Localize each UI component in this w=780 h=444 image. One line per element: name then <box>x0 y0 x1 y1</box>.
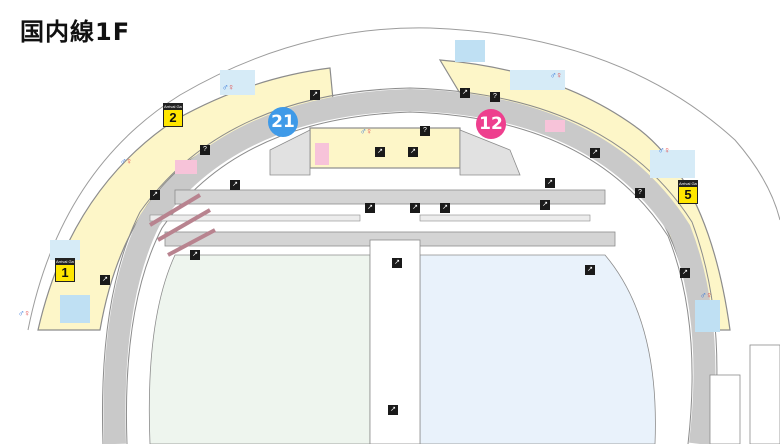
escalator-icon: ↗ <box>545 178 555 188</box>
blue-zone <box>510 70 565 90</box>
escalator-icon: ↗ <box>540 200 550 210</box>
escalator-icon: ↗ <box>440 203 450 213</box>
escalator-icon: ↗ <box>590 148 600 158</box>
gate-number: 1 <box>61 265 69 280</box>
info-icon[interactable]: ? <box>490 92 500 102</box>
gate-caption: Arrival Gate <box>164 104 182 110</box>
arrival-gate-5[interactable]: Arrival Gate 5 <box>678 180 698 204</box>
pink-zone <box>175 160 197 174</box>
restroom-icon: ♂♀ <box>360 126 372 136</box>
info-icon[interactable]: ? <box>635 188 645 198</box>
blue-zone <box>60 295 90 323</box>
escalator-icon: ↗ <box>310 90 320 100</box>
page-title: 国内線1F <box>20 18 131 46</box>
info-icon[interactable]: ? <box>200 145 210 155</box>
parking-area-left <box>148 254 371 444</box>
ramp <box>167 228 216 257</box>
curb-left <box>149 214 361 222</box>
blue-zone <box>455 40 485 62</box>
restroom-icon: ♂♀ <box>700 290 712 300</box>
central-canopy <box>269 129 311 176</box>
inner-road-ring <box>103 88 716 444</box>
escalator-icon: ↗ <box>585 265 595 275</box>
restroom-icon: ♂♀ <box>18 308 30 318</box>
info-icon[interactable]: ? <box>420 126 430 136</box>
blue-zone <box>220 70 255 95</box>
pink-zone <box>545 120 565 132</box>
restroom-icon: ♂♀ <box>550 70 562 80</box>
escalator-icon: ↗ <box>230 180 240 190</box>
restroom-icon: ♂♀ <box>222 82 234 92</box>
blue-zone <box>650 150 695 178</box>
escalator-icon: ↗ <box>680 268 690 278</box>
road-edge-outer <box>101 87 718 444</box>
ramp <box>148 193 202 227</box>
gate-caption: Arrival Gate <box>679 181 697 187</box>
curb-right <box>419 214 591 222</box>
side-structure <box>749 344 780 444</box>
central-terminal <box>309 127 461 169</box>
arrival-gate-1[interactable]: Arrival Gate 1 <box>55 258 75 282</box>
escalator-icon: ↗ <box>375 147 385 157</box>
escalator-icon: ↗ <box>388 405 398 415</box>
restroom-icon: ♂♀ <box>658 145 670 155</box>
outer-boundary-line <box>27 27 780 331</box>
road-bar-upper <box>174 189 606 205</box>
escalator-icon: ↗ <box>410 203 420 213</box>
escalator-icon: ↗ <box>460 88 470 98</box>
gate-caption: Arrival Gate <box>56 259 74 265</box>
escalator-icon: ↗ <box>365 203 375 213</box>
escalator-icon: ↗ <box>392 258 402 268</box>
terminal-badge-21[interactable]: 21 <box>268 107 298 137</box>
gate-number: 5 <box>684 187 692 202</box>
escalator-icon: ↗ <box>100 275 110 285</box>
road-edge-inner <box>125 111 693 444</box>
escalator-icon: ↗ <box>408 147 418 157</box>
restroom-icon: ♂♀ <box>120 156 132 166</box>
ramp <box>157 208 211 242</box>
central-canopy-right <box>459 129 521 176</box>
escalator-icon: ↗ <box>190 250 200 260</box>
terminal-badge-12[interactable]: 12 <box>476 109 506 139</box>
blue-zone <box>50 240 80 260</box>
escalator-icon: ↗ <box>150 190 160 200</box>
gate-number: 2 <box>169 110 177 125</box>
blue-zone <box>695 300 720 332</box>
arrival-gate-2[interactable]: Arrival Gate 2 <box>163 103 183 127</box>
side-structure <box>709 374 741 444</box>
pink-zone <box>315 143 329 165</box>
parking-area-right <box>419 254 656 444</box>
